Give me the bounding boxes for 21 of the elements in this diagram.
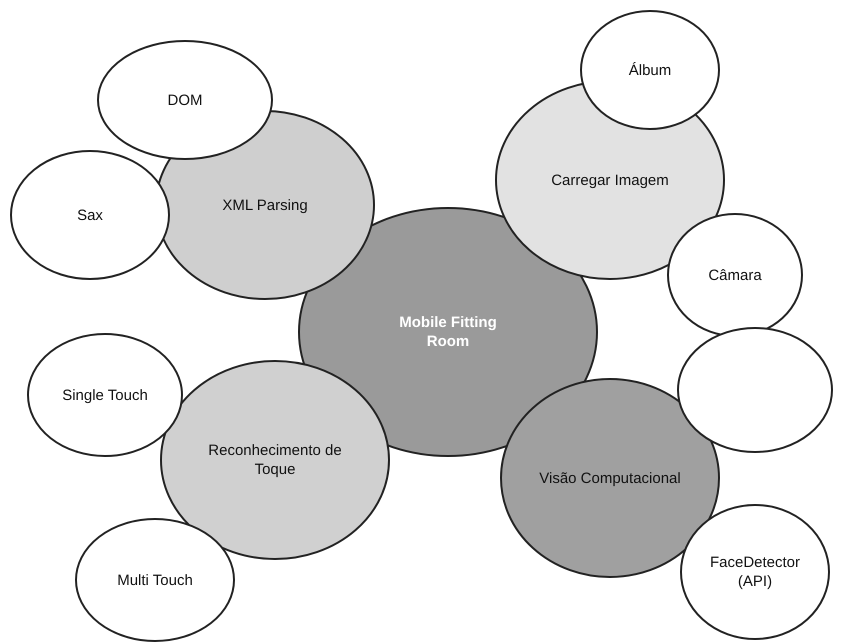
topic-circle — [677, 327, 833, 453]
topic-label: DOM — [168, 90, 202, 110]
topic-circle — [680, 504, 830, 640]
topic-circle — [97, 40, 273, 160]
topic-label: XML Parsing — [222, 196, 308, 214]
topic-label: FaceDetector (API) — [708, 553, 802, 591]
topic-circle — [75, 518, 235, 642]
topic-circle — [10, 150, 170, 280]
topic-label: Carregar Imagem — [551, 170, 669, 190]
main-topic-label: Mobile Fitting Room — [398, 313, 498, 351]
topic-circle — [667, 213, 803, 337]
topic-label: Single Touch — [62, 386, 148, 404]
topic-label: Álbum — [628, 60, 672, 80]
topic-label: Câmara — [708, 266, 762, 284]
topic-circle — [27, 333, 183, 457]
topic-circle — [580, 10, 720, 130]
topic-label: Multi Touch — [117, 570, 193, 590]
topic-label: Sax — [77, 206, 103, 224]
topic-label: Reconhecimento de Toque — [207, 441, 343, 479]
topic-circle — [160, 360, 390, 560]
topic-label: Visão Computacional — [539, 468, 681, 488]
